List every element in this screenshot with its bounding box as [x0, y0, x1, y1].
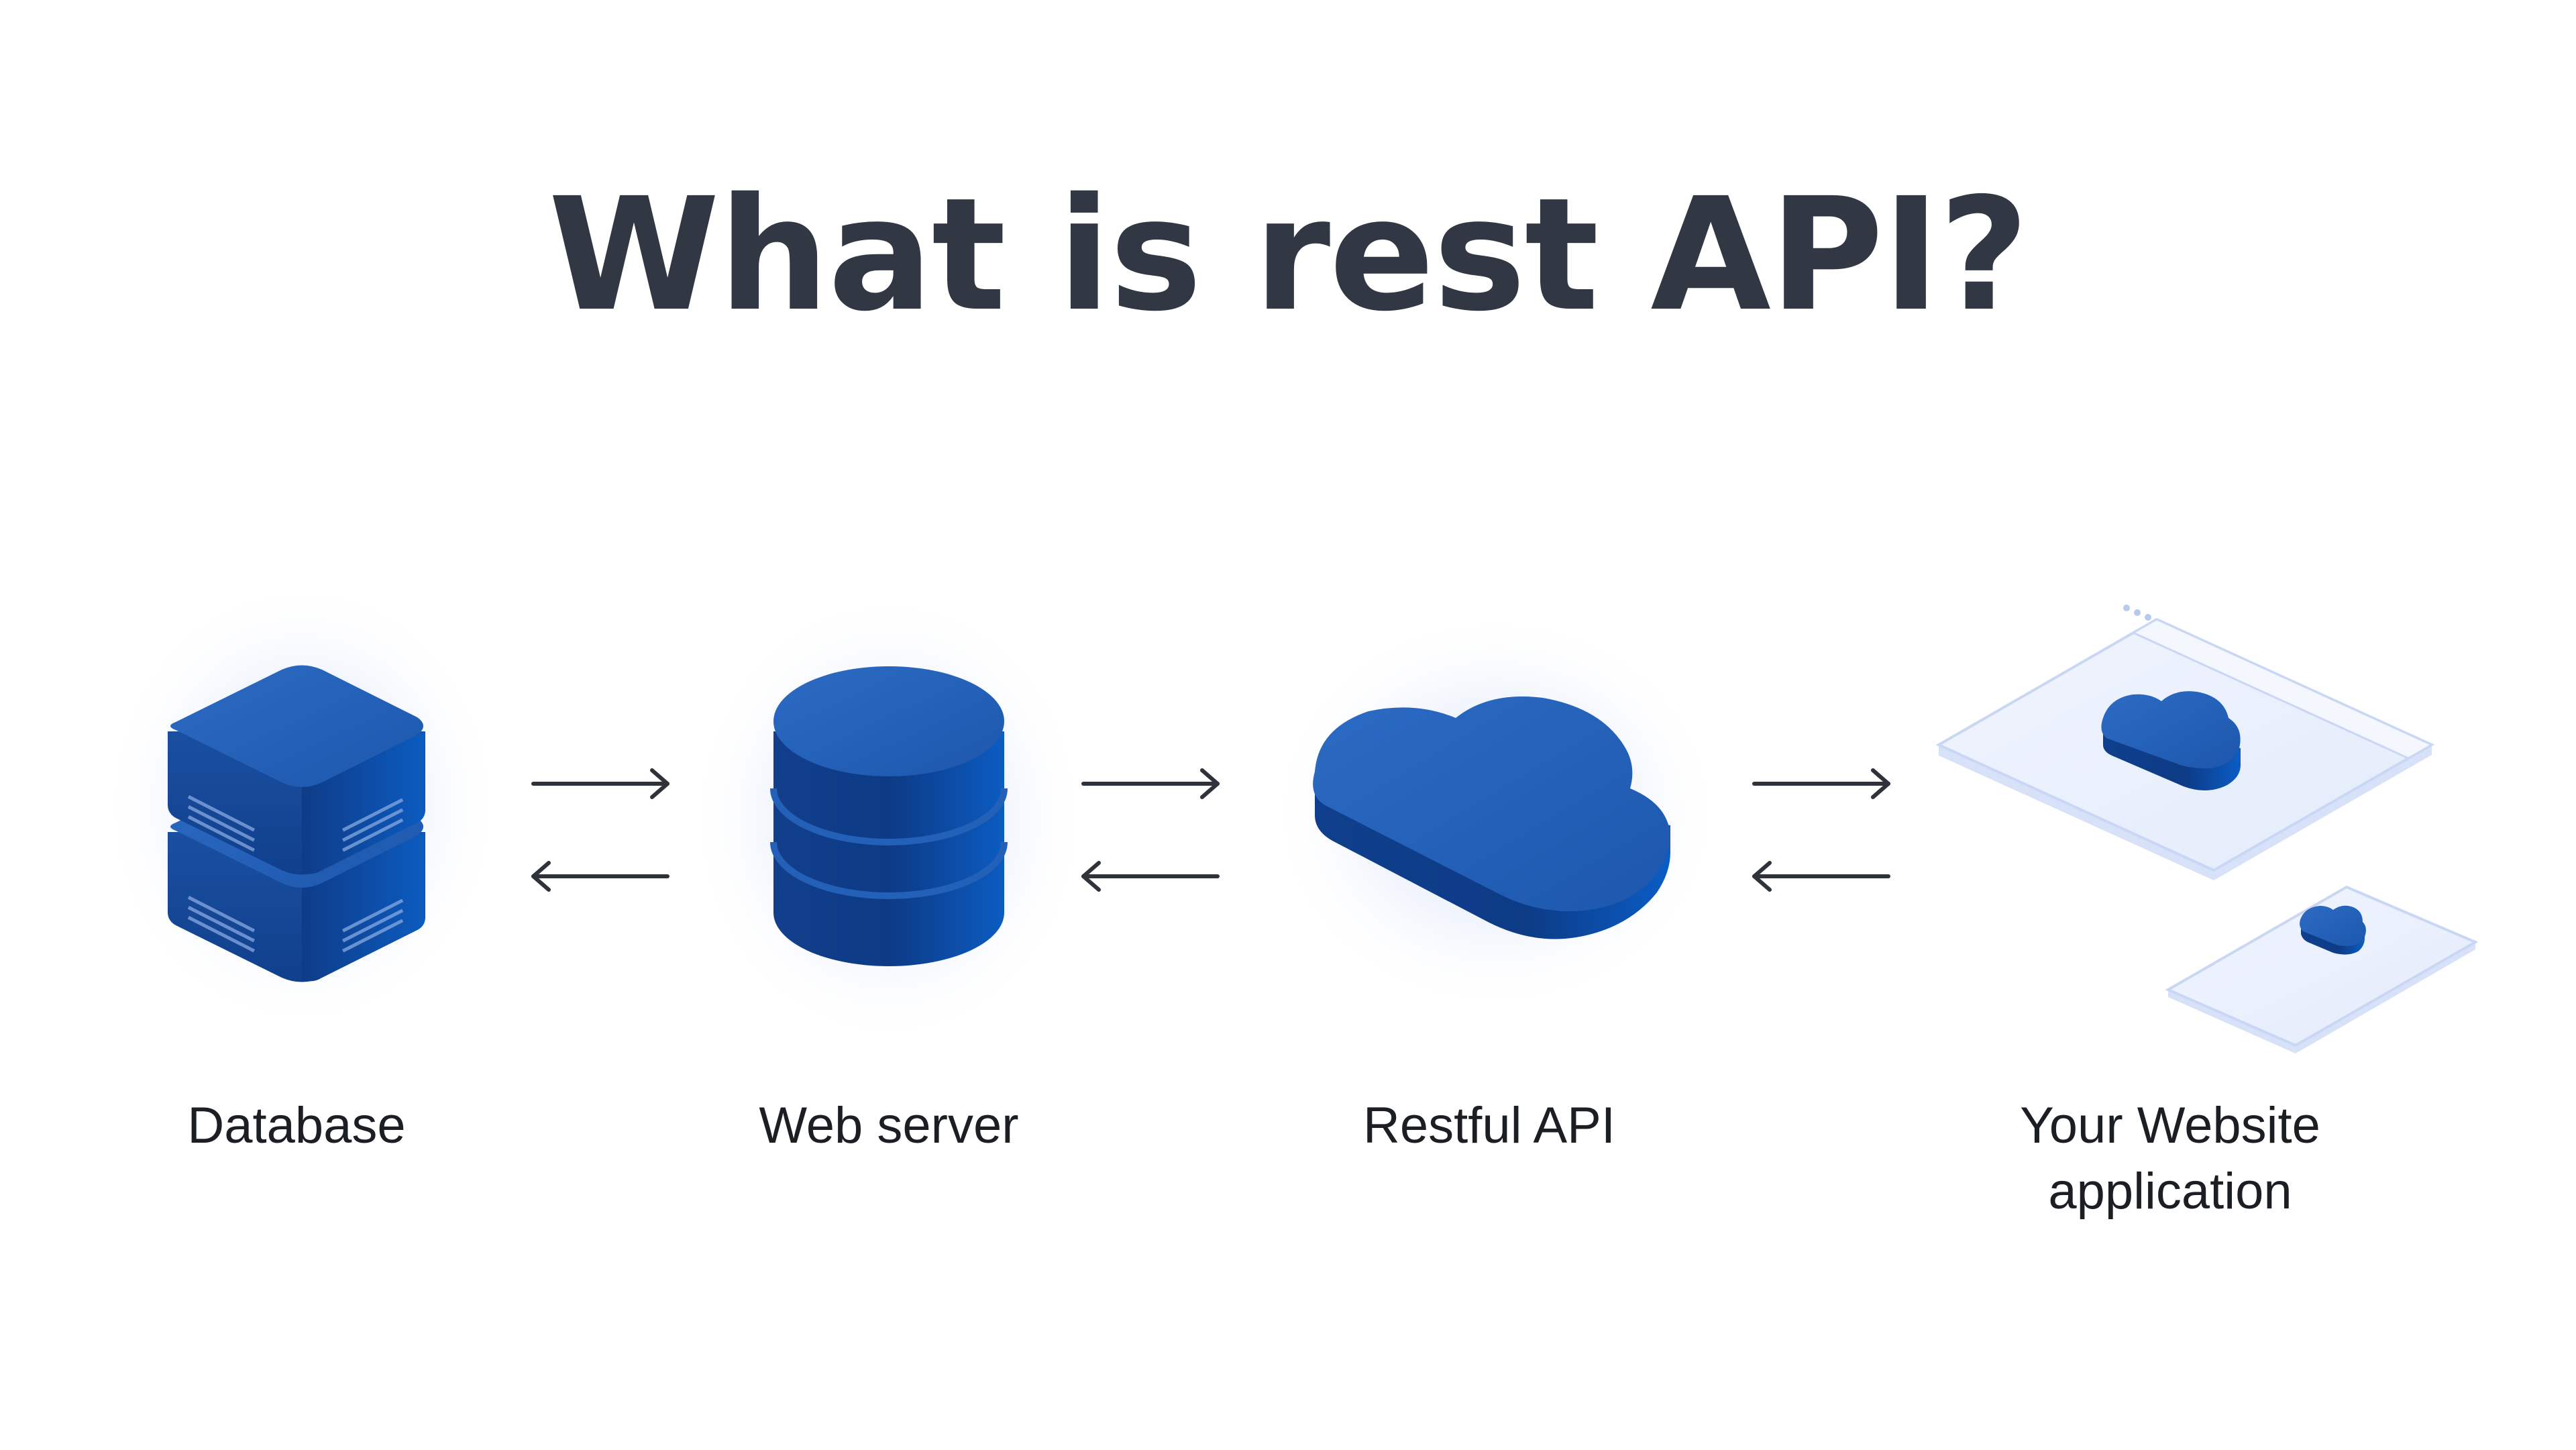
database-box-lower — [168, 766, 425, 982]
arrow-left-icon — [1752, 861, 1890, 892]
server-cylinder-icon — [688, 590, 1090, 1047]
node-label-website-line-2: application — [2048, 1163, 2292, 1220]
browser-window-icon — [1935, 605, 2435, 880]
browser-cloud-icon — [2101, 691, 2241, 791]
connection-webserver-restfulapi — [1081, 768, 1220, 892]
connection-restfulapi-website — [1752, 768, 1890, 892]
server-top — [773, 666, 1004, 776]
server-ring-2 — [770, 841, 1008, 899]
phone-icon — [2165, 885, 2479, 1053]
arrow-left-icon — [1081, 861, 1220, 892]
connection-database-webserver — [531, 768, 669, 892]
phone-cloud-icon — [2300, 905, 2366, 955]
node-label-restful-api: Restful API — [1363, 1097, 1615, 1154]
browser-and-phone-icon — [1935, 605, 2479, 1053]
server-ring-1 — [770, 788, 1008, 845]
arrow-right-icon — [1081, 768, 1220, 799]
node-label-website-line-1: Your Website — [2020, 1097, 2320, 1154]
node-label-web-server: Web server — [759, 1097, 1019, 1154]
cloud-icon — [1268, 611, 1724, 1013]
node-label-database: Database — [187, 1097, 406, 1154]
page-title: What is rest API? — [548, 164, 2029, 346]
database-box-upper — [168, 665, 425, 875]
arrow-right-icon — [531, 768, 669, 799]
arrow-right-icon — [1752, 768, 1890, 799]
arrow-left-icon — [531, 861, 669, 892]
database-stack-icon — [101, 577, 503, 1033]
